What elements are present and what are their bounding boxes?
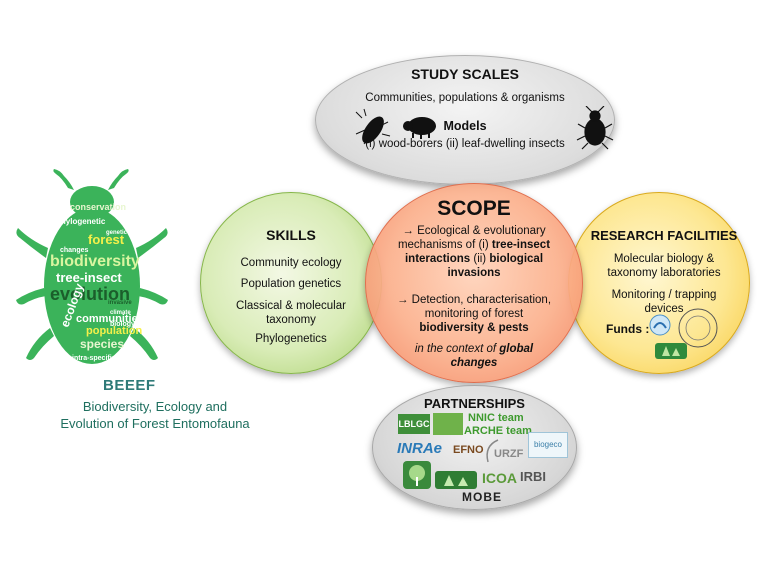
skills-item: Classical & molecular	[236, 300, 346, 312]
models-title: Models	[443, 119, 487, 133]
inrae-logo: INRAe	[397, 440, 443, 457]
scope-text-bold: biodiversity & pests	[419, 322, 529, 334]
scope-text: interactions (ii) biological	[375, 252, 573, 266]
facilities-item: Molecular biology &	[613, 253, 715, 265]
beetle-word-cloud: conservation phylogenetic forest biodive…	[16, 169, 168, 364]
beeef-subtitle-line2: Evolution of Forest Entomofauna	[60, 416, 250, 431]
urzf-text: URZF	[494, 448, 524, 460]
bark-beetle-icon	[403, 117, 436, 139]
scope-text: monitoring of forest	[424, 308, 524, 320]
lbgc-logo-banner	[433, 413, 463, 435]
cloud-word: genetic	[106, 230, 128, 236]
skills-item: Community ecology	[240, 257, 342, 269]
university-tree-icon	[403, 461, 431, 489]
arche-team-label: ARCHE team	[464, 425, 532, 437]
cloud-word: species	[80, 337, 124, 351]
cloud-word: tree-insect	[56, 270, 122, 285]
efno-logo: EFNO	[453, 444, 484, 456]
irbi-logo: IRBI	[520, 466, 556, 488]
scope-context: in the context of global changes	[375, 342, 573, 370]
cloud-word: intra-specific	[72, 355, 116, 362]
institut-de-france-seal-icon	[678, 308, 718, 348]
onf-partner-logo-icon	[435, 471, 477, 489]
scope-text: mechanisms of (i) tree-insect	[375, 238, 573, 252]
urzf-leaf-icon	[486, 439, 499, 463]
cloud-word: forest	[88, 232, 125, 247]
cloud-word: biodiversity	[50, 253, 140, 270]
models-text: (i) wood-borers (ii) leaf-dwelling insec…	[365, 138, 565, 150]
cloud-word: biology	[110, 321, 135, 328]
onf-logo-icon	[655, 343, 687, 359]
facilities-item: devices	[644, 303, 684, 315]
cloud-word: changes	[60, 247, 89, 254]
study-scales-line: Communities, populations & organisms	[365, 92, 565, 104]
study-scales-title: STUDY SCALES	[411, 66, 519, 82]
icoa-logo: ICOA	[482, 470, 517, 486]
cloud-word: invasive	[108, 300, 132, 306]
skills-title: SKILLS	[266, 227, 316, 243]
scope-text-bold: tree-insect	[491, 239, 551, 251]
irbi-text: IRBI	[520, 469, 546, 484]
skills-item: taxonomy	[266, 314, 316, 326]
scope-text-bold: interactions	[404, 253, 471, 265]
scope-text: in the context of global	[375, 342, 573, 356]
beeef-name: BEEEF	[103, 377, 156, 394]
skills-list: Community ecology Population genetics Cl…	[205, 253, 377, 350]
study-scales-ellipse	[315, 55, 615, 185]
mobe-logo: MOBE	[462, 490, 502, 504]
scope-point-2: → Detection, characterisation, monitorin…	[375, 293, 573, 335]
scope-text: → Detection, characterisation,	[396, 294, 552, 306]
scope-circle	[365, 183, 583, 383]
leaf-beetle-icon	[576, 106, 614, 150]
partnerships-title: PARTNERSHIPS	[424, 396, 525, 411]
facilities-item: taxonomy laboratories	[607, 267, 721, 279]
lbgc-logo: LBLGC	[398, 414, 430, 434]
cloud-word: communities	[76, 313, 144, 325]
beeef-subtitle-line1: Biodiversity, Ecology and	[82, 399, 228, 414]
funding-logo-icon	[649, 314, 671, 336]
scope-text-span: in the context of	[414, 343, 500, 355]
scope-text-span: (ii)	[470, 253, 490, 265]
biogeco-text: biogeco	[533, 440, 563, 449]
facilities-title: RESEARCH FACILITIES	[590, 228, 738, 243]
scope-text: → Ecological & evolutionary	[402, 225, 546, 237]
cloud-word: climate	[110, 310, 131, 316]
facilities-item: Monitoring / trapping	[611, 289, 717, 301]
scope-text-bold: global	[499, 343, 534, 355]
scope-text-span: mechanisms of (i)	[397, 239, 492, 251]
skills-item: Phylogenetics	[255, 333, 327, 345]
beeef-subtitle: Biodiversity, Ecology and Evolution of F…	[40, 398, 270, 432]
scope-text-bold: changes	[450, 357, 498, 369]
scope-text-bold: biological	[489, 253, 544, 265]
scope-point-1: → Ecological & evolutionary mechanisms o…	[375, 224, 573, 280]
urzf-logo: URZF	[482, 436, 524, 466]
scope-text: invasions	[375, 266, 573, 280]
nnic-team-label: NNIC team	[468, 412, 524, 424]
scope-title: SCOPE	[437, 197, 511, 220]
scope-text: biodiversity & pests	[375, 321, 573, 335]
cloud-word: evolution	[50, 284, 130, 304]
wood-borer-beetle-icon	[355, 108, 391, 145]
cloud-word: conservation	[70, 202, 126, 212]
scope-text: changes	[375, 356, 573, 370]
cloud-word: phylogenetic	[56, 217, 106, 226]
scope-text-bold: invasions	[447, 267, 501, 279]
skills-item: Population genetics	[240, 278, 342, 290]
cloud-word: population	[86, 325, 142, 337]
facilities-list: Molecular biology & taxonomy laboratorie…	[580, 252, 748, 316]
biogeco-logo: biogeco	[528, 432, 568, 458]
funds-label: Funds :	[606, 322, 650, 336]
